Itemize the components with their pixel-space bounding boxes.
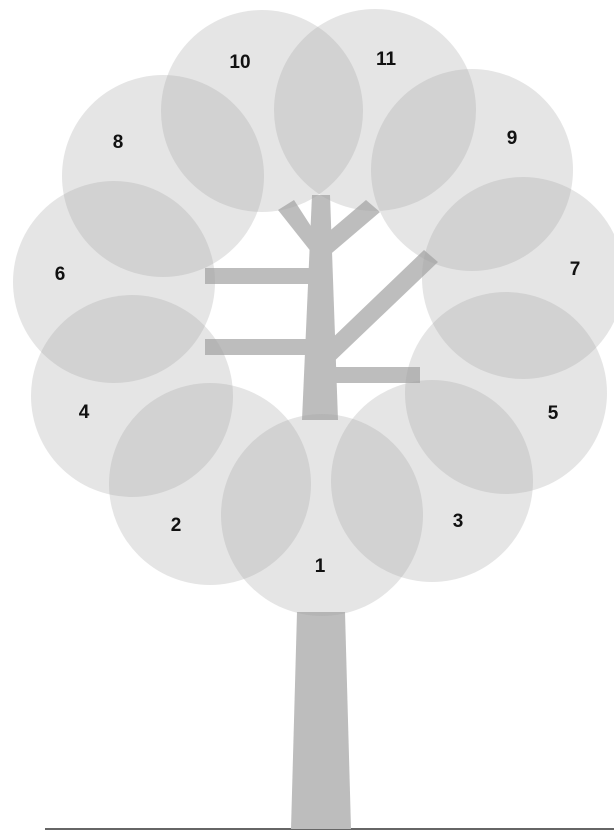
circle-node-2 [109, 383, 311, 585]
circle-label-7: 7 [570, 259, 581, 280]
branch-top-right [326, 200, 380, 258]
circle-node-4 [31, 295, 233, 497]
circle-node-3 [331, 380, 533, 582]
crown-circles [13, 9, 614, 616]
branch-left-upper [205, 268, 315, 284]
circle-label-4: 4 [79, 402, 90, 423]
circle-node-6 [13, 181, 215, 383]
circle-label-10: 10 [229, 52, 250, 73]
branch-right-diagonal [325, 250, 438, 370]
circle-node-9 [371, 69, 573, 271]
circle-label-1: 1 [315, 556, 326, 577]
branch-top-left [278, 200, 316, 258]
circle-label-2: 2 [171, 515, 182, 536]
circle-label-3: 3 [453, 511, 464, 532]
circle-node-7 [422, 177, 614, 379]
branch-right-lower [328, 367, 420, 383]
circle-label-6: 6 [55, 264, 66, 285]
circle-label-9: 9 [507, 128, 518, 149]
circle-node-1 [221, 414, 423, 616]
circle-label-8: 8 [113, 132, 124, 153]
circle-node-11 [274, 9, 476, 211]
tree-trunk [291, 612, 351, 829]
branch-left-lower [205, 339, 315, 355]
circle-label-5: 5 [548, 403, 559, 424]
circle-label-11: 11 [376, 49, 397, 70]
circle-node-5 [405, 292, 607, 494]
circle-node-8 [62, 75, 264, 277]
circle-labels: 1 2 3 4 5 6 7 8 9 10 11 [55, 49, 581, 577]
circle-node-10 [161, 10, 363, 212]
tree-trunk-group [205, 195, 438, 829]
